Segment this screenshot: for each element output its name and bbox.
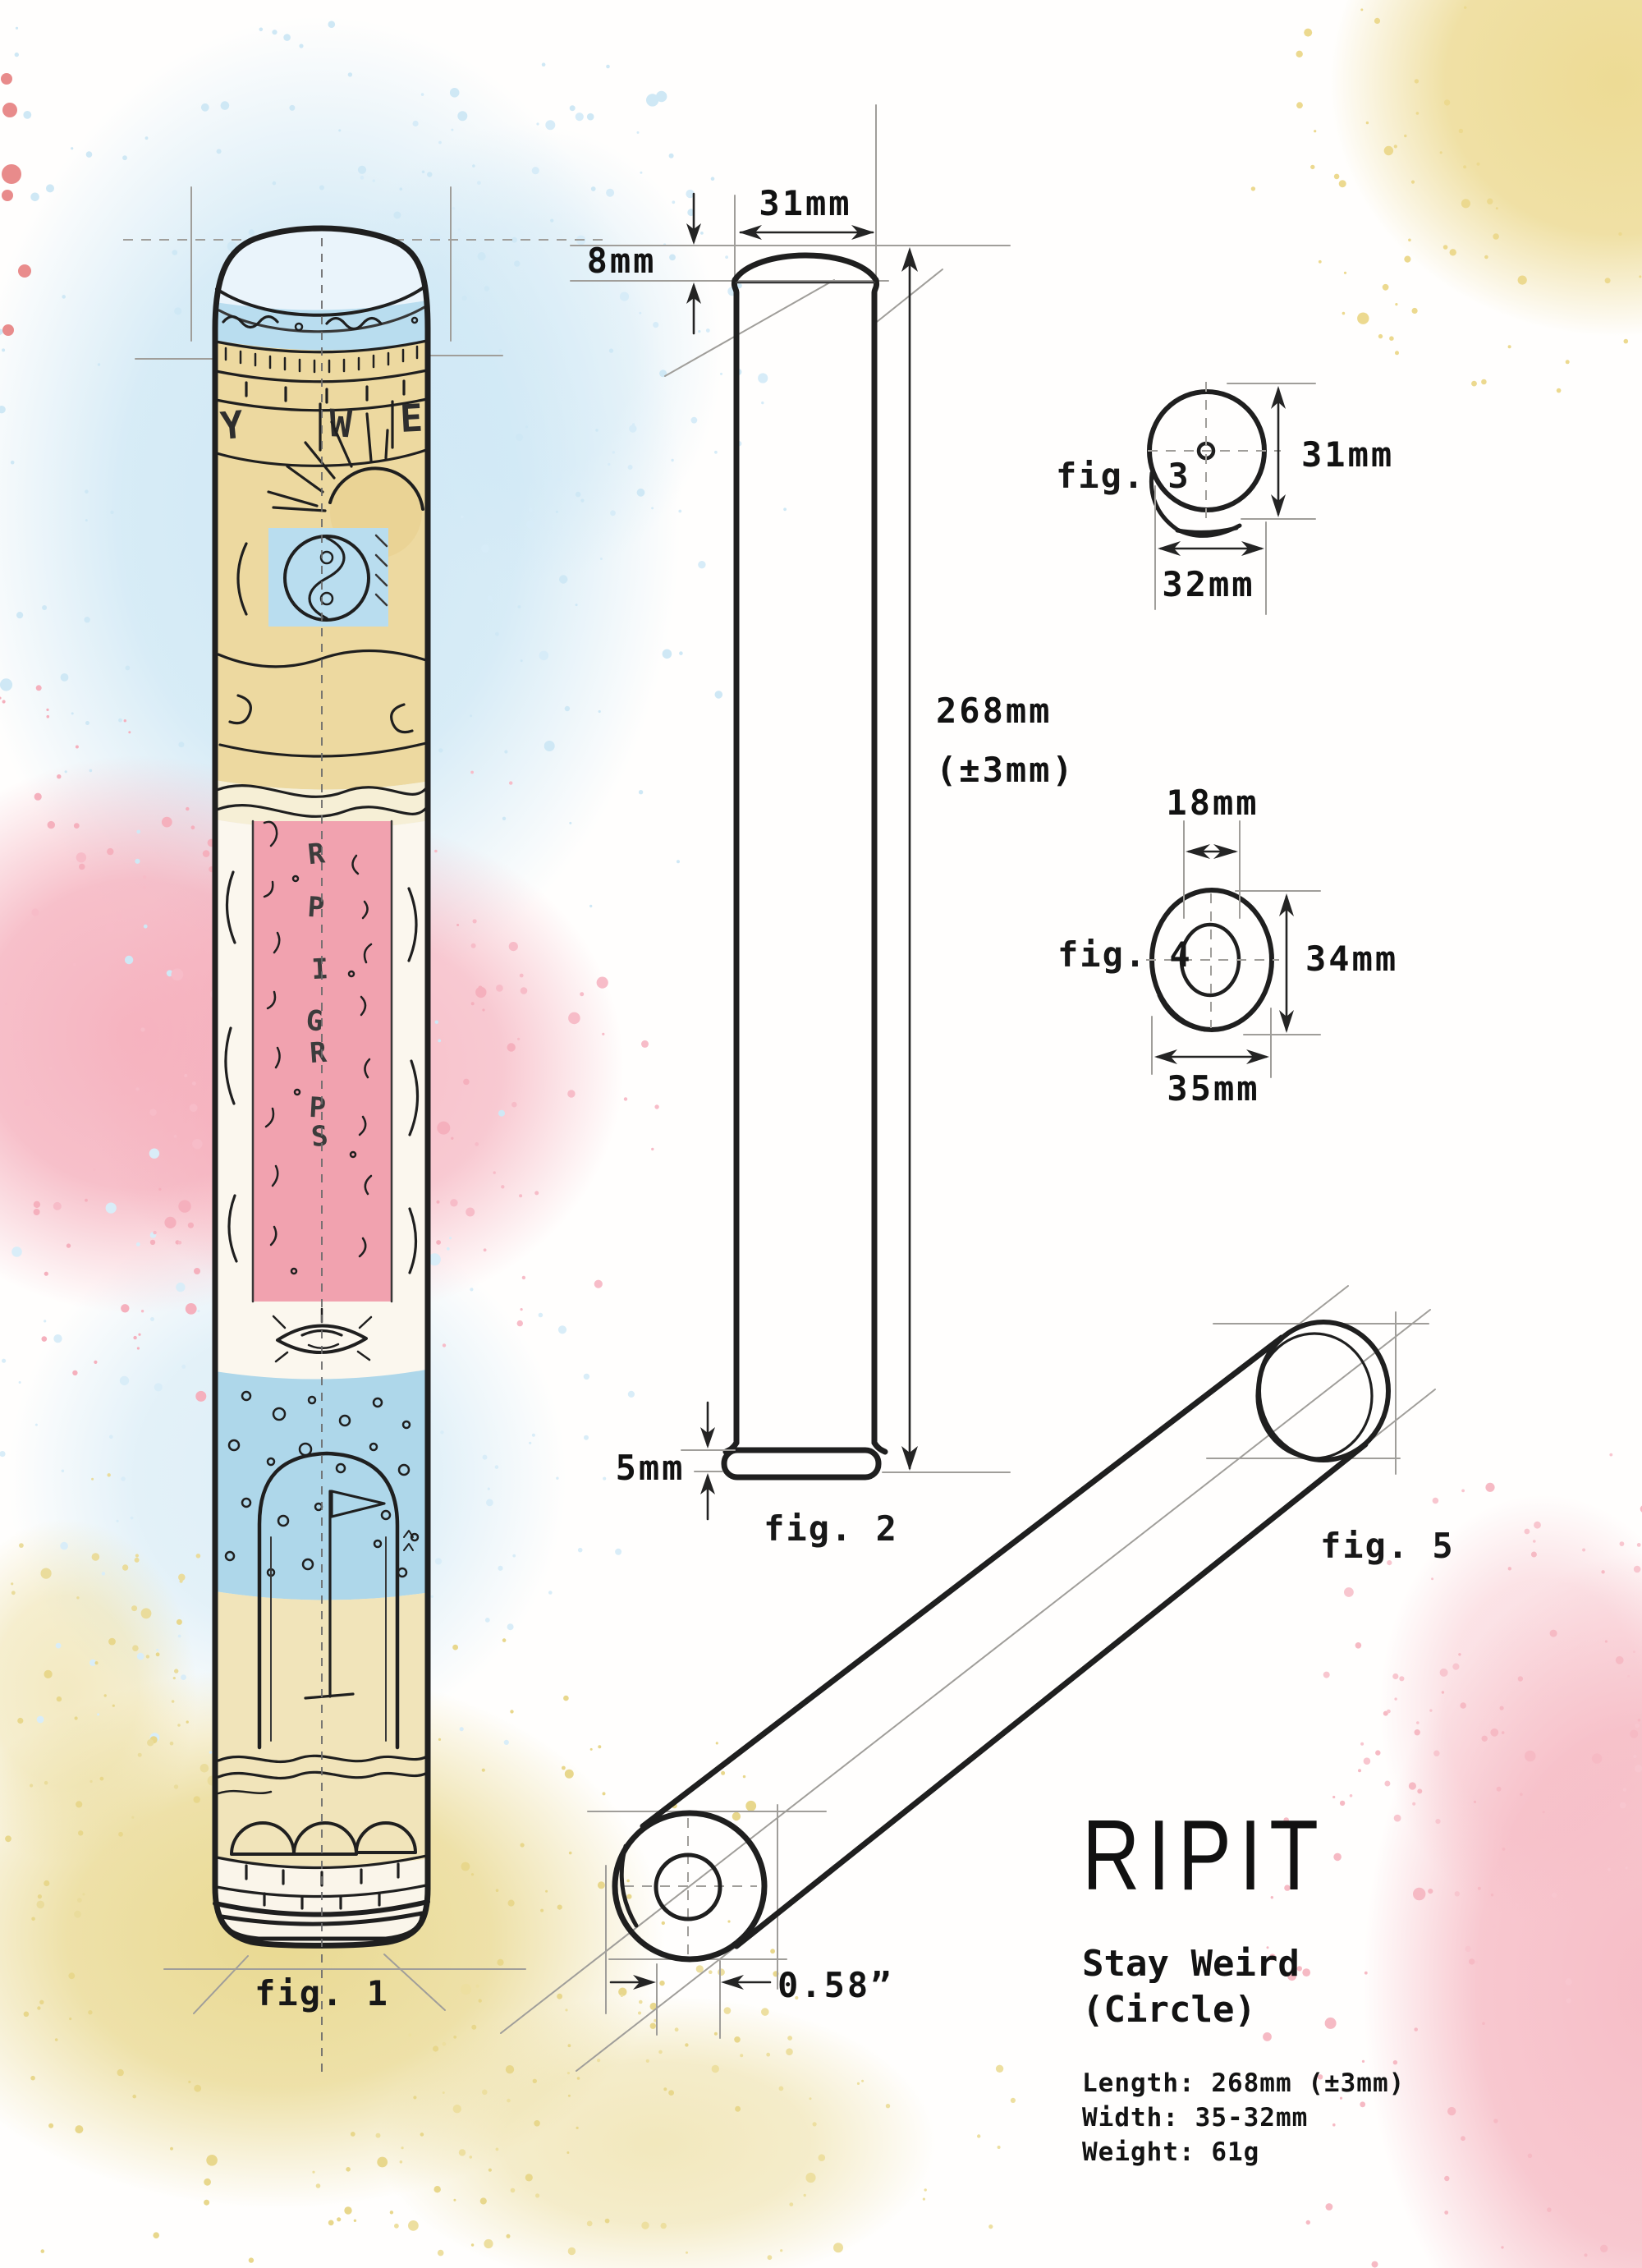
tube-edge-bottom: [733, 1441, 1369, 1949]
blue-wave-band: [215, 299, 428, 351]
dimension-cap-height: 8mm: [587, 192, 701, 335]
fig2-base-cap: [721, 1447, 882, 1481]
fig5-isometric-view: 0.58” fig. 5: [500, 1285, 1455, 2072]
dim-32mm: 32mm: [1162, 564, 1254, 604]
fig3-label: fig. 3: [1056, 456, 1190, 496]
dimension-fig4-width: 35mm: [1151, 1008, 1272, 1109]
spec-length-label: Length:: [1082, 2068, 1212, 2098]
fig4-label: fig. 4: [1057, 934, 1192, 975]
spec-weight-label: Weight:: [1082, 2137, 1212, 2167]
fig5-label: fig. 5: [1320, 1526, 1455, 1566]
dim-31mm-top: 31mm: [759, 183, 851, 223]
product-name-line2: (Circle): [1082, 1989, 1256, 2031]
brick-dashes: [245, 379, 406, 404]
dim-0-58in: 0.58”: [777, 1965, 893, 2005]
guide-line: [664, 279, 835, 377]
tick-row: [224, 345, 419, 374]
near-end-face: [612, 1810, 768, 1963]
tube-outline: [212, 225, 431, 1949]
yinyang-icon: [283, 535, 370, 622]
spec-list: Length: 268mm (±3mm) Width: 35-32mm Weig…: [1082, 2066, 1608, 2169]
dimension-fig4-inner: 18mm: [1166, 783, 1259, 919]
spec-length: Length: 268mm (±3mm): [1082, 2066, 1608, 2100]
figure-silhouette: [257, 1451, 414, 1750]
guide-line: [383, 1954, 446, 2011]
dim-31mm-fig3: 31mm: [1301, 434, 1394, 475]
panel-letter: P: [306, 891, 325, 925]
fig1-label: fig. 1: [255, 1973, 389, 2013]
panel-letter: G: [305, 1004, 324, 1039]
dim-35mm: 35mm: [1167, 1068, 1259, 1109]
fig3-end-view: 31mm 32mm fig. 3: [1056, 382, 1394, 615]
fig2-outline: [731, 252, 880, 1446]
bubble-band: [215, 1368, 428, 1600]
panel-vertical-letters: R P I G R P S: [305, 837, 329, 1154]
near-end-bore: [654, 1853, 722, 1921]
dimension-fig3-width: 32mm: [1154, 485, 1267, 615]
panel-squiggles: [263, 820, 373, 1275]
tube-edge-top: [640, 1334, 1285, 1830]
dim-34mm: 34mm: [1305, 939, 1398, 979]
fig1-illustrated-tube: Y W E: [123, 186, 603, 2077]
eye-icon: [272, 1307, 373, 1363]
dimension-bore: 0.58”: [609, 1960, 893, 2039]
flag-icon: [330, 1490, 386, 1518]
tube-artwork: Y W E: [213, 284, 430, 1941]
spec-width: Width: 35-32mm: [1082, 2100, 1608, 2135]
dim-18mm: 18mm: [1166, 783, 1259, 823]
dimension-base-height: 5mm: [616, 1401, 736, 1521]
far-end-inner-rim: [1255, 1332, 1374, 1460]
spec-width-value: 35-32mm: [1195, 2103, 1309, 2133]
fig4-end-view: 18mm 34mm 35mm fig. 4: [1057, 783, 1398, 1109]
dim-5mm: 5mm: [616, 1448, 686, 1488]
dim-268mm: 268mm: [936, 691, 1052, 731]
tangent-guide: [1365, 1389, 1436, 1445]
dimension-top-width: 31mm: [739, 183, 874, 240]
axis-guide: [500, 1309, 1431, 2034]
dim-268mm-tolerance: (±3mm): [936, 750, 1076, 790]
dimension-fig3-height: 31mm: [1227, 383, 1394, 520]
product-name-line1: Stay Weird: [1082, 1943, 1300, 1985]
panel-letter: S: [310, 1119, 329, 1154]
scallop-arches: [230, 1821, 417, 1856]
fig2-label: fig. 2: [764, 1508, 898, 1549]
margin-arcs: [224, 870, 420, 1274]
dim-8mm: 8mm: [587, 241, 657, 281]
tube-letter-e: E: [399, 396, 424, 441]
dimension-length: 268mm (±3mm): [882, 247, 1076, 1473]
panel-letter: I: [310, 953, 329, 986]
bubbles: [224, 1390, 420, 1578]
spec-length-value: 268mm (±3mm): [1211, 2068, 1406, 2098]
dimension-fig4-height: 34mm: [1235, 890, 1398, 1035]
panel-letter: R: [309, 1036, 328, 1070]
panel-letter: R: [306, 837, 327, 871]
left-edge-specks: [1, 73, 31, 336]
product-name: Stay Weird (Circle): [1082, 1941, 1608, 2033]
brand-logo: RIPIT: [1082, 1799, 1327, 1911]
spec-weight: Weight: 61g: [1082, 2135, 1608, 2169]
spec-weight-value: 61g: [1211, 2137, 1260, 2167]
far-end-rim: [1256, 1320, 1391, 1462]
sun-rays: [267, 412, 389, 512]
hatch-marks: [374, 534, 388, 607]
guide-line: [193, 1955, 249, 2014]
tube-letter-y: Y: [218, 402, 245, 448]
spec-width-label: Width:: [1082, 2103, 1195, 2133]
fig2-side-view: 31mm 8mm 268mm (±3mm) 5mm: [570, 104, 1076, 1549]
arc-motif: [236, 542, 248, 616]
title-block: RIPIT Stay Weird (Circle) Length: 268mm …: [1082, 1805, 1608, 2169]
brick-dashes-bottom2: [263, 1892, 381, 1910]
